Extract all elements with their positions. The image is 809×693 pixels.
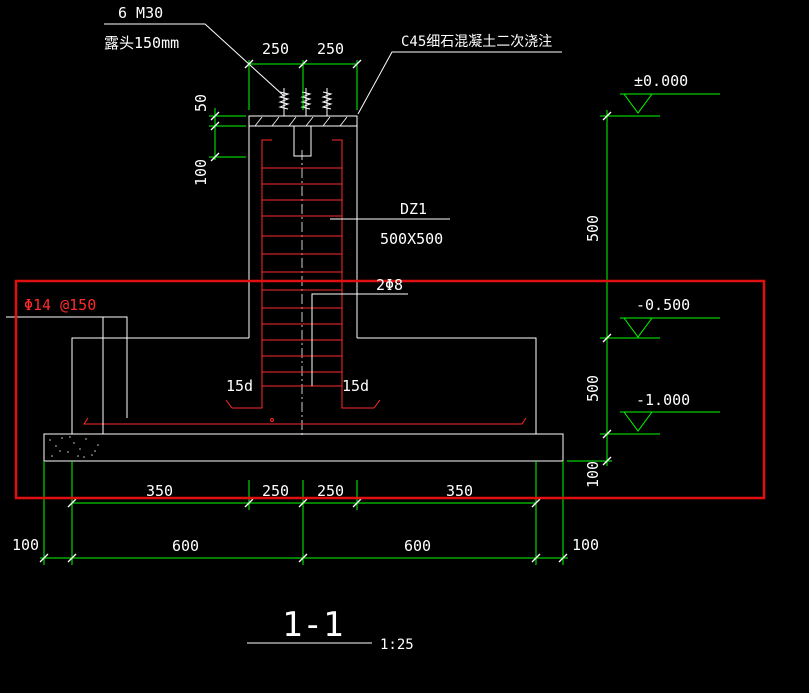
column-rebar-label: 2Φ8 (376, 276, 403, 294)
bottom-dim-600-left: 600 (172, 537, 199, 555)
foundation-outline (43, 115, 564, 462)
anchorage-right-label: 15d (342, 377, 369, 395)
elevation-top: ±0.000 (634, 72, 688, 90)
bottom-dim-edge-right: 100 (572, 536, 599, 554)
bottom-dim-350-left: 350 (146, 482, 173, 500)
bottom-dim-350-right: 350 (446, 482, 473, 500)
top-dim-left: 250 (262, 40, 289, 58)
anchor-bolt-label: 6 M30 (118, 4, 163, 22)
section-title: 1-1 (282, 605, 343, 645)
grout-note: C45细石混凝土二次浇注 (401, 34, 552, 50)
column-name: DZ1 (400, 200, 427, 218)
anchor-bolts (278, 88, 333, 116)
bottom-dim-edge-left: 100 (12, 536, 39, 554)
leaders (6, 23, 562, 644)
anchorage-left-label: 15d (226, 377, 253, 395)
rebar (83, 139, 527, 425)
column-size: 500X500 (380, 230, 443, 248)
highlight-box (14, 279, 766, 500)
elevation-bottom: -1.000 (636, 391, 690, 409)
right-dim-upper: 500 (584, 215, 602, 242)
bottom-dim-600-right: 600 (404, 537, 431, 555)
slab-rebar-label: Φ14 @150 (24, 296, 96, 314)
bolt-projection-label: 露头150mm (104, 34, 179, 52)
left-dim-top: 50 (192, 94, 210, 112)
left-dim-bottom: 100 (192, 159, 210, 186)
bottom-dim-250-right: 250 (317, 482, 344, 500)
elevation-mid: -0.500 (636, 296, 690, 314)
section-scale: 1:25 (380, 637, 414, 653)
dimension-lines (39, 59, 720, 565)
right-dim-lower: 500 (584, 375, 602, 402)
cushion-hatch (49, 436, 99, 458)
bottom-dim-250-left: 250 (262, 482, 289, 500)
top-dim-right: 250 (317, 40, 344, 58)
right-dim-base: 100 (584, 461, 602, 488)
